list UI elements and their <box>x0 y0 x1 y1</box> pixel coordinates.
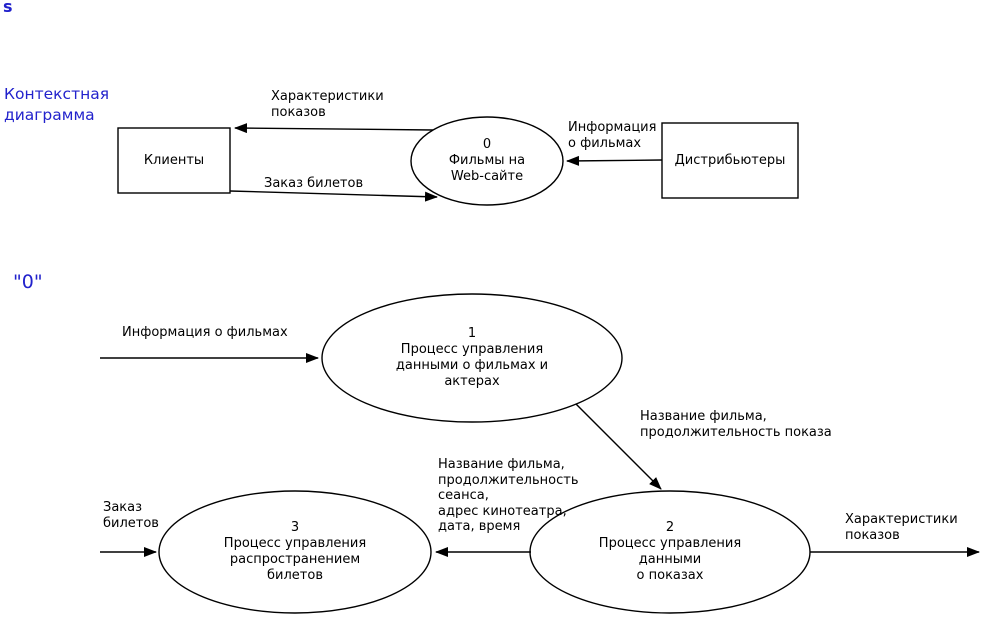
process-0-number: 0 <box>482 137 492 152</box>
process-3-label: 3 Процесс управления распространением би… <box>160 492 430 612</box>
process-3-line2: распространением <box>229 552 361 567</box>
flow-label-line: адрес кинотеатра, <box>438 503 567 519</box>
entity-clients-text: Клиенты <box>143 152 205 168</box>
flow-label-line: показов <box>271 105 326 120</box>
flow-label-info-level0: Информация о фильмах <box>122 325 288 340</box>
flow-label-title-duration: Название фильма, продолжительность показ… <box>640 409 832 441</box>
flow-label-line: Характеристики <box>845 512 958 527</box>
context-diagram-title-line2: диаграмма <box>4 106 95 124</box>
flow-arrow-order-context <box>229 190 438 202</box>
context-diagram-title-line1: Контекстная <box>4 85 110 103</box>
process-2-line2: данными <box>638 552 702 567</box>
flow-label-line: Характеристики <box>271 89 384 104</box>
flow-label-line: продолжительность показа <box>640 425 832 440</box>
flow-label-line: показов <box>845 528 900 543</box>
flow-label-session-details: Название фильма, продолжительность сеанс… <box>438 457 579 535</box>
entity-distributors-label: Дистрибьютеры <box>662 123 798 198</box>
flow-label-line: продолжительность <box>438 472 579 488</box>
process-0-ellipse <box>410 116 564 206</box>
flow-label-line: дата, время <box>438 519 521 534</box>
process-3-ellipse <box>158 490 432 614</box>
flow-label-line: сеанса, <box>438 488 489 503</box>
flow-label-line: Информация <box>568 120 657 135</box>
entity-clients-label: Клиенты <box>118 128 230 193</box>
process-0-line2: Web-сайте <box>450 169 524 184</box>
process-1-line2: данными о фильмах и <box>395 358 549 373</box>
flow-label-order-context: Заказ билетов <box>264 176 364 191</box>
entity-distributors-box <box>661 122 799 199</box>
flow-label-line: о фильмах <box>568 136 642 151</box>
entity-distributors-text: Дистрибьютеры <box>674 152 786 168</box>
flow-label-characteristics-context: Характеристики показов <box>271 89 384 121</box>
process-2-number: 2 <box>665 520 675 535</box>
flow-arrow-characteristics-context <box>234 123 434 134</box>
process-3-line3: билетов <box>267 568 323 583</box>
context-diagram-title: Контекстная диаграмма <box>4 84 109 126</box>
flow-label-line: Заказ <box>103 500 143 515</box>
process-3-line1: Процесс управления <box>223 536 367 551</box>
flow-label-order-level0: Заказ билетов <box>103 500 159 532</box>
flow-label-line: Название фильма, <box>640 409 767 424</box>
process-0-line1: Фильмы на <box>448 153 526 168</box>
flow-arrow-info-context <box>566 155 663 166</box>
process-2-line1: Процесс управления <box>598 536 742 551</box>
process-2-label: 2 Процесс управления данными о показах <box>530 492 810 612</box>
process-1-number: 1 <box>467 326 477 341</box>
flow-label-characteristics-out: Характеристики показов <box>845 512 958 544</box>
flow-label-line: Название фильма, <box>438 457 565 472</box>
corner-mark: s <box>3 0 13 16</box>
process-1-line3: актерах <box>444 374 500 389</box>
flow-arrow-p1-to-p2 <box>575 403 662 490</box>
flow-label-info-context: Информация о фильмах <box>568 120 656 152</box>
process-1-line1: Процесс управления <box>400 342 544 357</box>
process-2-line3: о показах <box>636 568 704 583</box>
process-0-label: 0 Фильмы на Web-сайте <box>411 117 563 205</box>
entity-clients-box <box>117 127 231 194</box>
flow-label-line: билетов <box>103 516 159 531</box>
process-1-label: 1 Процесс управления данными о фильмах и… <box>322 296 622 420</box>
level0-diagram-title: "0" <box>13 271 43 293</box>
process-3-number: 3 <box>290 520 300 535</box>
process-1-ellipse <box>321 293 623 423</box>
